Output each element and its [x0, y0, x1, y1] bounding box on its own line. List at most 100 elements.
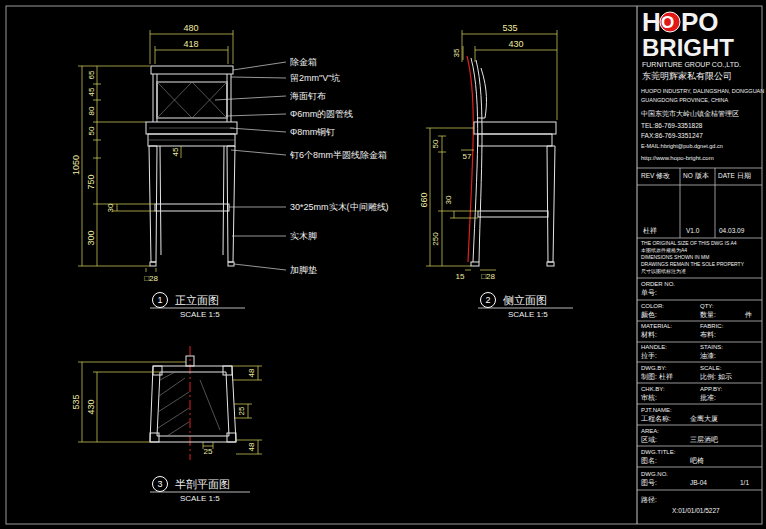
label-text: Φ6mm的圆管线 [290, 110, 353, 119]
label-text: 图号: [641, 480, 657, 487]
view-number: 2 [485, 296, 490, 305]
label-text: 除金箱 [290, 58, 317, 67]
label-text: 三层酒吧 [690, 437, 718, 444]
label-text: JB-04 [690, 480, 707, 487]
label-text: REV 修改 [641, 173, 670, 180]
label-text: 钉6个8mm半圆线除金箱 [290, 151, 387, 160]
dimension-text: 30 [107, 204, 115, 213]
label-text: PJT.NAME: [641, 407, 672, 413]
label-text: 东莞明辉家私有限公司 [642, 72, 732, 81]
label-text: 审核: [641, 395, 657, 402]
dimension-text: 430 [87, 399, 96, 414]
dimension-text: 750 [87, 174, 96, 189]
label-text: 数量: [700, 312, 716, 319]
dimension-text: 57 [463, 153, 472, 161]
dimension-text: □28 [481, 273, 495, 281]
dimension-text: 48 [248, 369, 256, 378]
dimension-text: 660 [420, 192, 429, 207]
dimension-text: 80 [88, 107, 96, 116]
view-number-circle: 3 [152, 476, 168, 492]
label-text: APP.BY: [700, 386, 722, 392]
label-text: TEL:86-769-3351828 [641, 123, 702, 130]
label-text: 单号: [641, 290, 657, 297]
label-text: 图名: [641, 458, 657, 465]
dimension-text: 430 [508, 40, 523, 49]
label-text: http://www.hopo-bright.com [641, 155, 714, 161]
view-number-circle: 1 [152, 292, 168, 308]
label-text: 区域: [641, 437, 657, 444]
label-text: 油漆: [700, 353, 716, 360]
label-text: ORDER NO. [641, 281, 675, 287]
label-text: 材料: [641, 332, 657, 339]
label-text: 加脚垫 [290, 266, 317, 275]
label-text: STAINS: [700, 344, 723, 350]
label-text: HUOPO INDUSTRY, DALINGSHAN, DONGGUAN [641, 89, 764, 95]
label-text: 比例: 如示 [700, 374, 732, 381]
dimension-text: 35 [453, 49, 461, 58]
label-text: Φ8mm铜钉 [290, 128, 335, 137]
dimension-text: 45 [88, 88, 96, 97]
label-text: SCALE 1:5 [508, 311, 548, 319]
dimension-text: 45 [172, 148, 180, 157]
view-number-circle: 2 [480, 292, 496, 308]
label-text: GUANGDONG PROVINCE, CHINA [641, 98, 728, 104]
dimension-text: 25 [238, 407, 246, 416]
label-text: FAX:86-769-3351247 [641, 133, 703, 140]
label-text: 杜祥 [643, 228, 657, 235]
label-text: 制图: 杜祥 [641, 374, 673, 381]
dimension-text: 65 [88, 71, 96, 80]
dimension-text: 418 [183, 40, 198, 49]
label-text: DWG.NO. [641, 471, 668, 477]
label-text: 布料: [700, 332, 716, 339]
label-text: AREA: [641, 428, 659, 434]
label-text: 海面钉布 [290, 92, 326, 101]
label-text: 正立面图 [175, 295, 219, 306]
label-text: DIMENSIONS SHOWN IN MM [641, 255, 709, 260]
label-text: DATE 日期 [718, 173, 751, 180]
label-text: 留2mm"V"坑 [290, 74, 340, 83]
dimension-text: 50 [88, 127, 96, 136]
dimension-text: 480 [183, 24, 198, 33]
label-text: 颜色: [641, 312, 657, 319]
label-text: X:01/01/01/5227 [672, 508, 720, 515]
label-text: 工程名称: [641, 416, 671, 423]
dimension-text: 50 [432, 140, 440, 149]
dimension-text: 300 [87, 230, 96, 245]
label-text: FURNITURE GROUP CO.,LTD. [642, 61, 741, 68]
label-text: E-MAIL:hbright@pub.dgnet.gd.cn [641, 144, 723, 150]
dimension-text: □28 [144, 275, 158, 283]
label-text: DRAWINGS REMAIN THE SOLE PROPERTY [641, 262, 744, 267]
label-text: V1.0 [686, 228, 699, 235]
dimension-text: 30 [445, 196, 453, 205]
dimension-text: 25 [204, 448, 213, 456]
label-text: 吧椅 [690, 458, 704, 465]
label-text: 04.03.09 [719, 228, 744, 235]
label-text: SCALE: [700, 365, 721, 371]
logo-text: O [661, 14, 674, 31]
logo-text: H [642, 9, 661, 35]
dimension-text: 250 [432, 232, 440, 245]
label-text: 30*25mm实木(中间雕线) [290, 203, 389, 212]
label-text: NO 版本 [683, 173, 709, 180]
dimension-text: 15 [456, 273, 465, 281]
label-text: 实木脚 [290, 232, 317, 241]
label-text: 侧立面图 [503, 295, 547, 306]
label-text: SCALE 1:5 [180, 495, 220, 503]
label-text: 中国东莞市大岭山镇金桔管理区 [641, 111, 739, 118]
label-text: COLOR: [641, 303, 664, 309]
label-text: 尺寸以图纸标注为准 [641, 269, 686, 274]
view-number: 3 [157, 480, 162, 489]
label-text: MATERIAL: [641, 323, 672, 329]
logo-text: PO [681, 9, 719, 35]
label-text: HANDLE: [641, 344, 667, 350]
label-text: 批准: [700, 395, 716, 402]
label-text: DWG.BY: [641, 365, 667, 371]
logo-text: BRIGHT [642, 36, 734, 60]
label-text: 件 [745, 312, 752, 319]
dimension-text: 1050 [72, 155, 81, 175]
label-text: 半剖平面图 [175, 479, 230, 490]
label-text: 本图纸原件规格为A4 [641, 248, 687, 253]
label-text: QTY: [700, 303, 714, 309]
label-text: 路径: [641, 497, 657, 504]
